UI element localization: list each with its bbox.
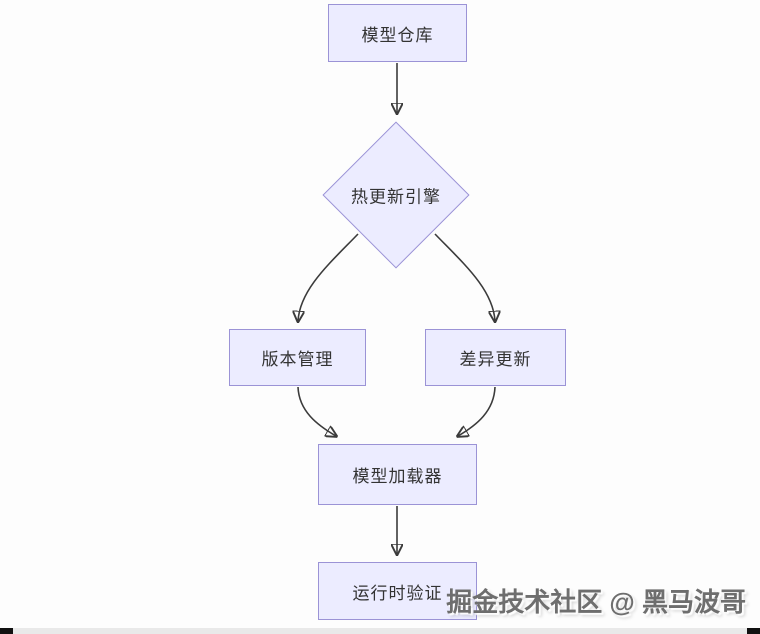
edge-diff-to-loader <box>458 386 496 436</box>
edge-engine-to-version <box>298 233 359 321</box>
bottom-bar-left-cap <box>0 628 13 634</box>
node-diff-update-label: 差异更新 <box>459 350 532 369</box>
watermark-text: 掘金技术社区 @ 黑马波哥 <box>446 587 746 617</box>
bottom-bar-right-cap <box>747 628 760 634</box>
node-model-repository-label: 模型仓库 <box>361 25 434 45</box>
node-model-loader: 模型加载器 <box>318 444 477 505</box>
node-version-management-label: 版本管理 <box>261 350 334 369</box>
node-diff-update: 差异更新 <box>425 329 566 386</box>
node-runtime-validation: 运行时验证 <box>318 562 477 620</box>
node-model-repository: 模型仓库 <box>328 4 467 62</box>
node-model-loader-label: 模型加载器 <box>352 467 443 486</box>
node-runtime-validation-label: 运行时验证 <box>352 583 443 603</box>
edge-engine-to-diff <box>434 233 495 321</box>
node-hot-update-engine-label: 热更新引擎 <box>351 187 441 207</box>
bottom-divider-bar <box>0 628 760 634</box>
node-version-management: 版本管理 <box>229 329 366 386</box>
edge-version-to-loader <box>297 386 336 436</box>
